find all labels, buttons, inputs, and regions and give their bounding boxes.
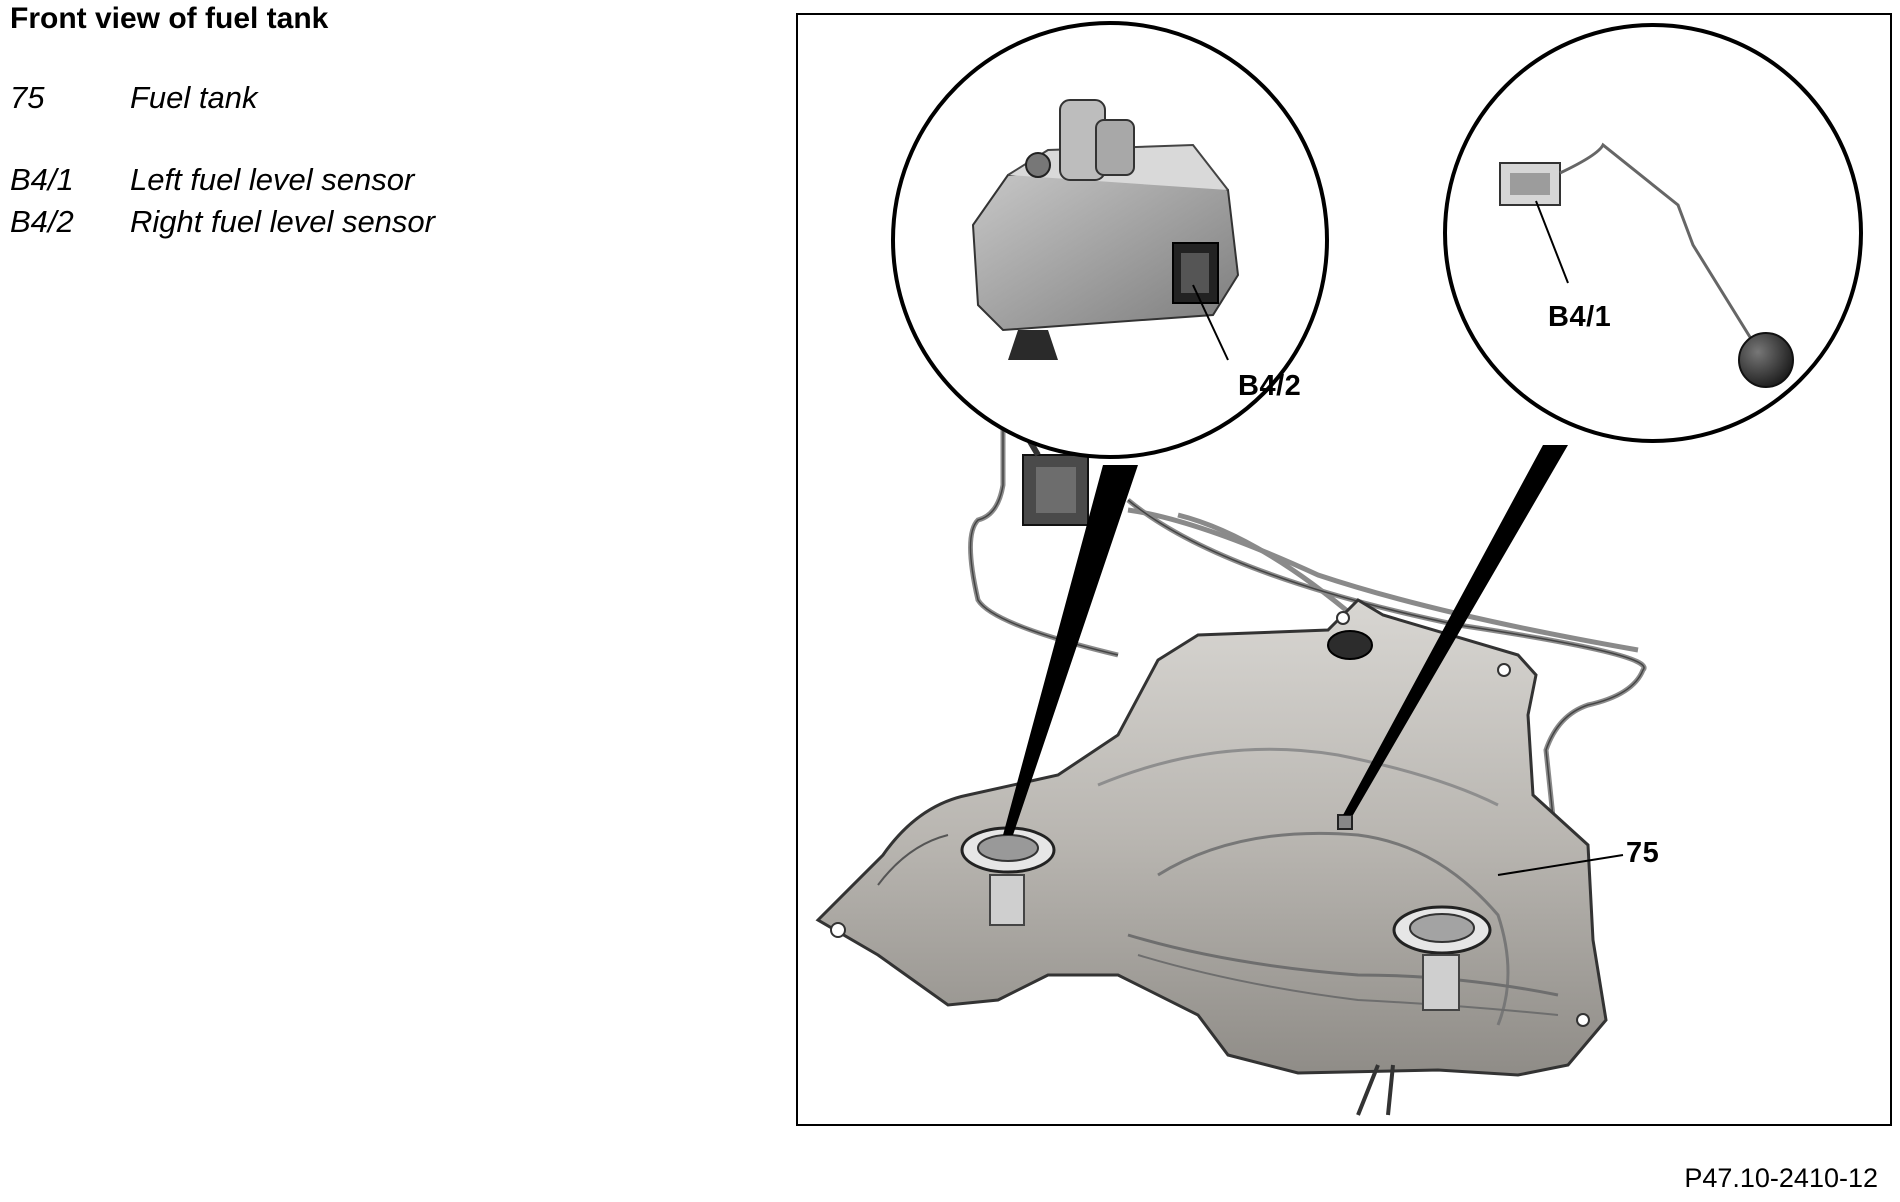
detail-circle-b41 bbox=[1443, 23, 1863, 443]
legend-label: Left fuel level sensor bbox=[130, 162, 415, 197]
legend-code: 75 bbox=[10, 80, 45, 115]
pointer-wedge-b41 bbox=[1343, 445, 1568, 815]
detail-circle-b42 bbox=[891, 21, 1329, 459]
legend-code: B4/1 bbox=[10, 162, 74, 197]
bracket-assembly bbox=[985, 368, 1089, 526]
legend-label: Right fuel level sensor bbox=[130, 204, 435, 239]
illustration-svg bbox=[815, 21, 1863, 1116]
callout-b42: B4/2 bbox=[1238, 370, 1302, 402]
page-title: Front view of fuel tank bbox=[10, 2, 329, 35]
legend-code: B4/2 bbox=[10, 204, 74, 239]
fuel-tank-illustration: B4/2 B4/1 75 bbox=[796, 13, 1892, 1126]
figure-id: P47.10-2410-12 bbox=[1684, 1163, 1878, 1193]
leader-line-75 bbox=[1497, 854, 1624, 876]
legend-label: Fuel tank bbox=[130, 80, 258, 115]
fuel-tank-body bbox=[815, 598, 1608, 1116]
pointer-wedge-b42 bbox=[1003, 465, 1138, 835]
callout-b41: B4/1 bbox=[1548, 301, 1612, 333]
callout-75: 75 bbox=[1626, 837, 1660, 869]
